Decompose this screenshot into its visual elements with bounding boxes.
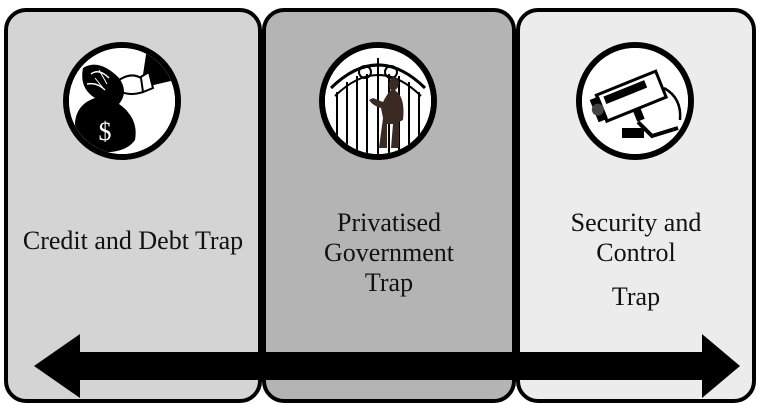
svg-text:$: $: [99, 117, 112, 146]
panel-title: Security and Control: [570, 208, 702, 267]
panel-credit-debt: $ Credit and Debt Trap: [4, 8, 262, 403]
panel-subtitle: Trap: [611, 282, 661, 311]
panel-title: Privatised Government Trap: [324, 208, 454, 297]
panel-security-control: Security and Control Trap: [516, 8, 756, 403]
panel-title: Credit and Debt Trap: [22, 226, 244, 255]
gated-figure-icon: [319, 42, 437, 160]
surveillance-camera-icon: [576, 42, 694, 160]
panel-privatised-government: Privatised Government Trap: [262, 8, 516, 403]
